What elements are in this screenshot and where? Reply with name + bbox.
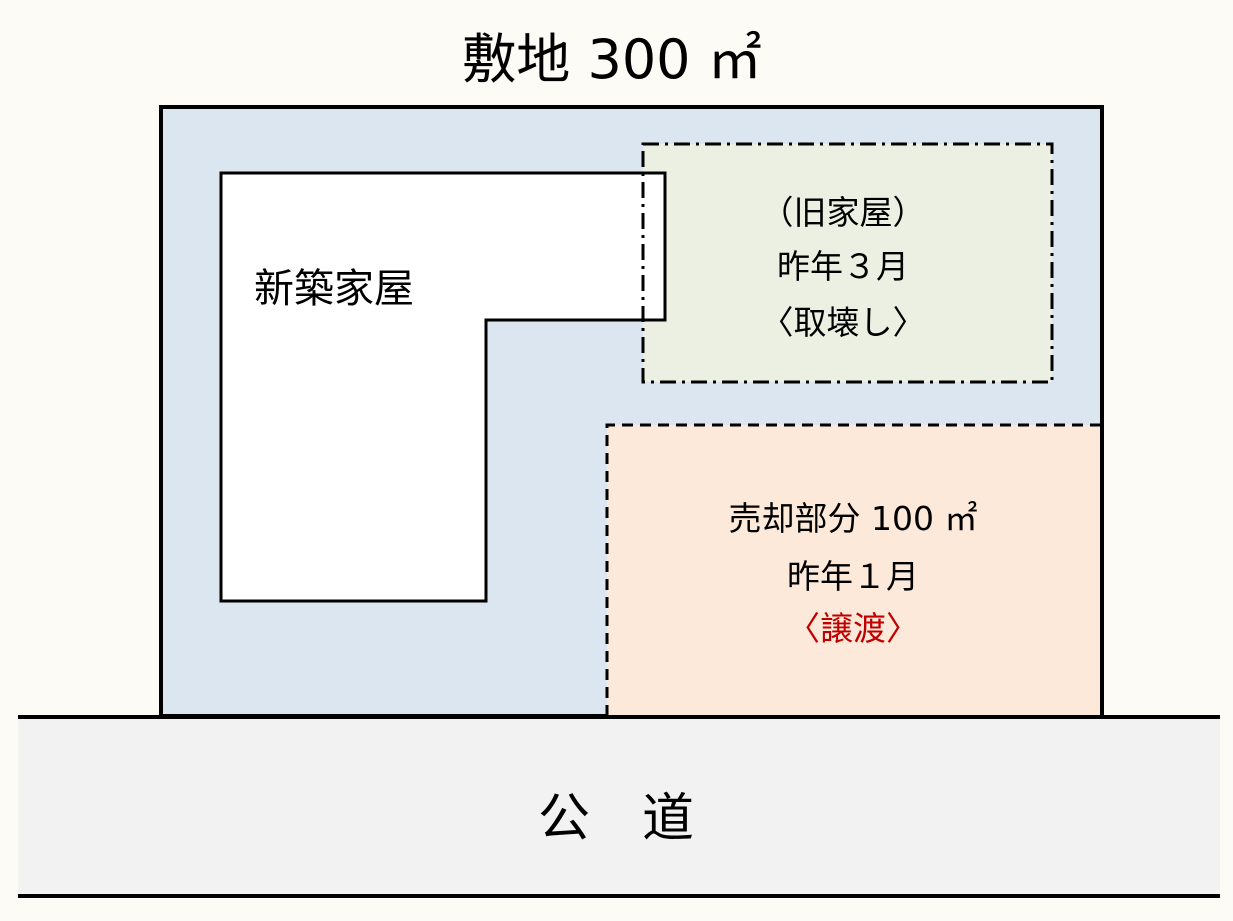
old-house-line-2: 昨年３月: [777, 247, 909, 286]
sold-part-line-3: 〈譲渡〉: [787, 609, 919, 648]
sold-part-line-1: 売却部分 100 ㎡: [729, 499, 978, 538]
sold-part-line-2: 昨年１月: [787, 557, 919, 596]
road-label: 公 道: [538, 789, 694, 849]
sold-part-text: 売却部分 100 ㎡ 昨年１月 〈譲渡〉: [729, 499, 978, 648]
old-house-boundary: [641, 142, 1054, 384]
new-house-edge: [643, 171, 667, 322]
new-house-label: 新築家屋: [254, 266, 414, 312]
sold-part-boundary: [605, 423, 1102, 716]
old-house-line-3: 〈取壊し〉: [761, 303, 926, 342]
old-house-text: （旧家屋） 昨年３月 〈取壊し〉: [761, 193, 926, 342]
sold-part-area: [607, 425, 1102, 716]
road-area: [18, 716, 1220, 897]
site-title: 敷地 300 ㎡: [462, 28, 761, 91]
old-house-line-1: （旧家屋）: [761, 193, 926, 232]
old-house-area: [643, 144, 1052, 382]
